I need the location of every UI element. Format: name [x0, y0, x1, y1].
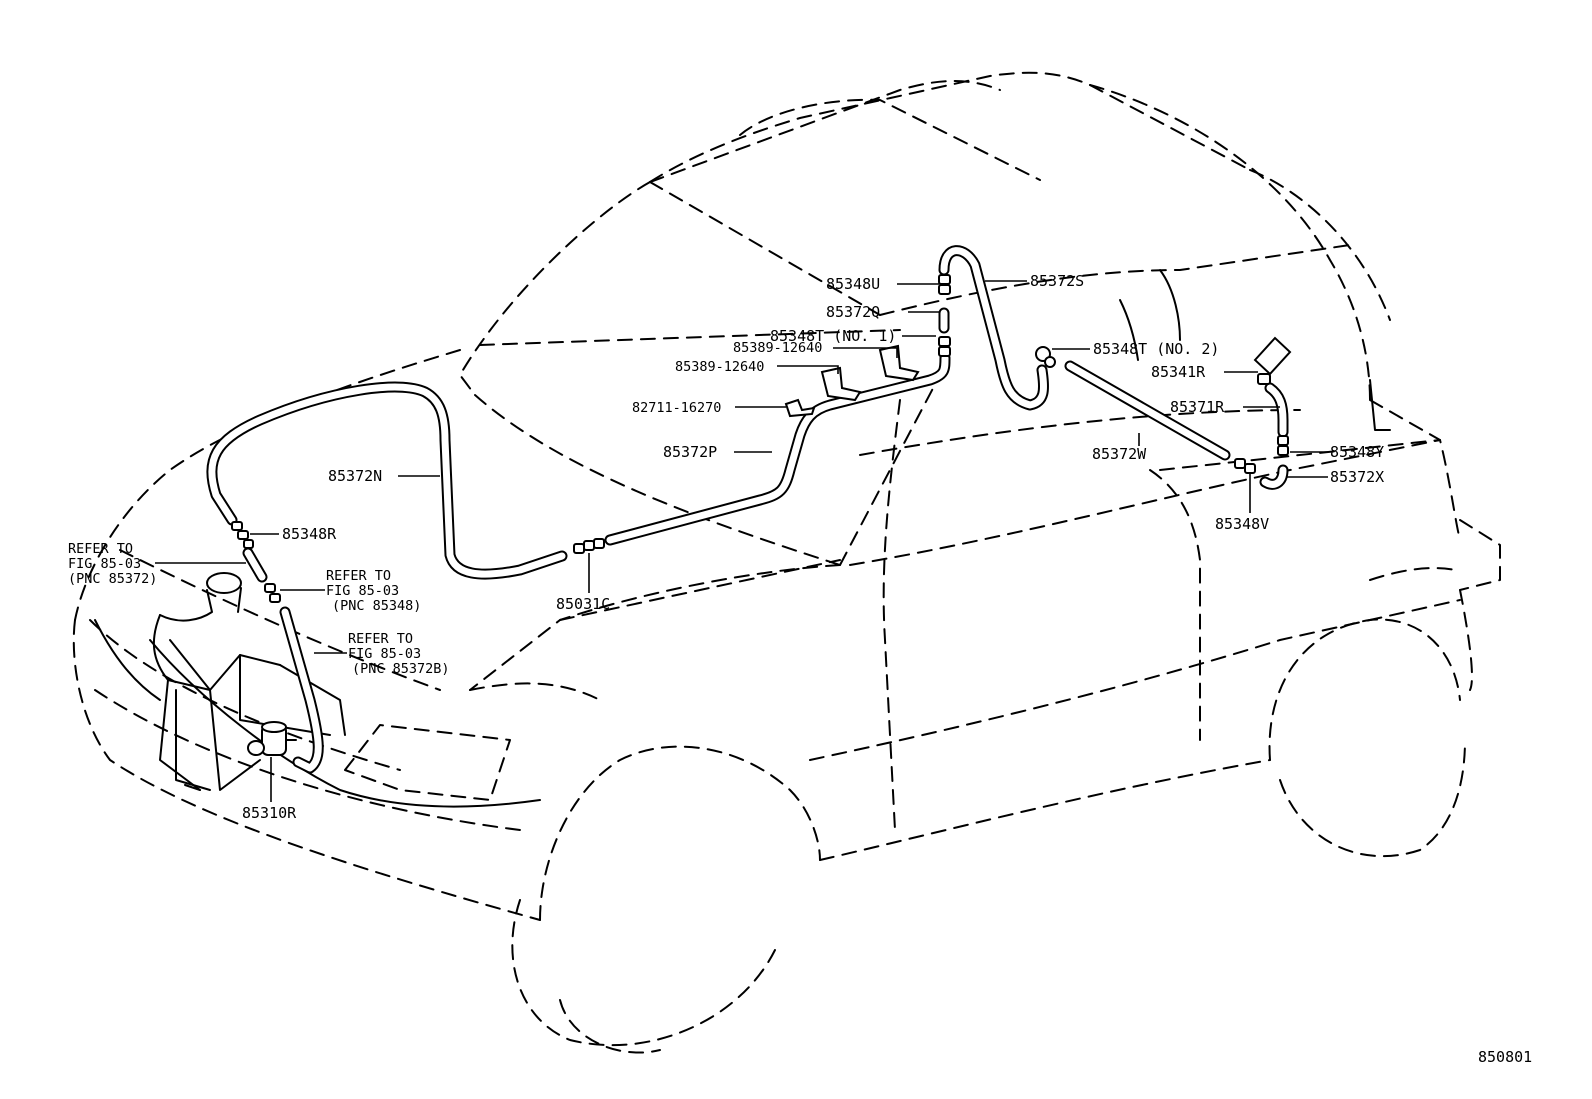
label-85348Y: 85348Y — [1330, 443, 1384, 461]
hoses — [206, 245, 1289, 774]
label-85389-a: 85389-12640 — [733, 340, 822, 356]
svg-text:(PNC 85348): (PNC 85348) — [332, 598, 421, 614]
svg-text:FIG 85-03: FIG 85-03 — [326, 583, 399, 599]
label-85371R: 85371R — [1170, 398, 1225, 416]
washer-pump — [247, 721, 297, 756]
svg-text:FIG 85-03: FIG 85-03 — [348, 646, 421, 662]
svg-text:(PNC 85372): (PNC 85372) — [68, 571, 157, 587]
label-85348R: 85348R — [282, 525, 337, 543]
label-85372N: 85372N — [328, 467, 382, 485]
vehicle-outline — [72, 71, 1501, 1054]
label-85372P: 85372P — [663, 443, 717, 461]
label-85389-b: 85389-12640 — [675, 359, 764, 375]
svg-text:FIG 85-03: FIG 85-03 — [68, 556, 141, 572]
washer-tank — [152, 572, 346, 791]
joints — [231, 274, 1292, 603]
label-85031C: 85031C — [556, 595, 610, 613]
structure-lines — [94, 269, 1391, 808]
svg-text:REFER TO: REFER TO — [348, 631, 413, 647]
leader-lines — [155, 280, 1328, 802]
label-85372S: 85372S — [1030, 272, 1084, 290]
refer-note-85348: REFER TO FIG 85-03 (PNC 85348) — [326, 568, 421, 614]
part-labels: 85348U 85372Q 85348T (NO. 1) 85389-12640… — [242, 272, 1384, 822]
label-85348V: 85348V — [1215, 515, 1269, 533]
label-82711: 82711-16270 — [632, 400, 721, 416]
figure-number: 850801 — [1478, 1048, 1532, 1066]
svg-text:REFER TO: REFER TO — [326, 568, 391, 584]
label-85372W: 85372W — [1092, 445, 1147, 463]
label-85372X: 85372X — [1330, 468, 1384, 486]
label-85372Q: 85372Q — [826, 303, 880, 321]
svg-text:(PNC 85372B): (PNC 85372B) — [352, 661, 450, 677]
label-85341R: 85341R — [1151, 363, 1206, 381]
label-85310R: 85310R — [242, 804, 297, 822]
label-85348T-no2: 85348T (NO. 2) — [1093, 340, 1219, 358]
refer-note-85372: REFER TO FIG 85-03 (PNC 85372) — [68, 541, 157, 587]
label-85348U: 85348U — [826, 275, 880, 293]
label-85348T-no1: 85348T (NO. 1) — [770, 327, 896, 345]
svg-text:REFER TO: REFER TO — [68, 541, 133, 557]
refer-note-85372B: REFER TO FIG 85-03 (PNC 85372B) — [348, 631, 450, 677]
